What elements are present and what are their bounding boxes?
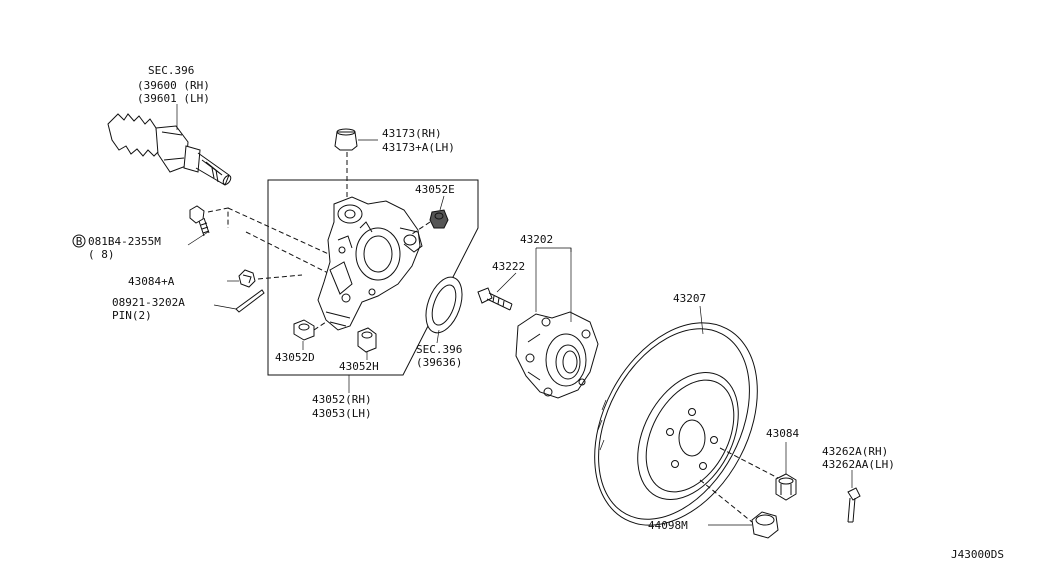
knuckle-lh-label: 43053(LH) [312, 407, 372, 420]
cotter-lh-label: 43262AA(LH) [822, 458, 895, 471]
steering-knuckle [317, 196, 423, 331]
cotter-pin-small [213, 289, 265, 313]
cap-lh-label: 43173+A(LH) [382, 141, 455, 154]
bushing-e [411, 195, 449, 235]
bushing-d-label: 43052D [275, 351, 315, 364]
knuckle-rh-label: 43052(RH) [312, 393, 372, 406]
grease-seal [425, 276, 463, 344]
seal-sec-label: SEC.396 [416, 343, 462, 356]
brake-rotor [594, 305, 779, 526]
sec396-lh-label: (39601 (LH) [137, 92, 210, 105]
pin-label: PIN(2) [112, 309, 152, 322]
rotor-label: 43207 [673, 292, 706, 305]
knuckle-bolt [187, 205, 229, 246]
sec396-rh-label: (39600 (RH) [137, 79, 210, 92]
sec396-label: SEC.396 [148, 64, 194, 77]
hub-nut [775, 442, 797, 501]
nut-43084a [227, 269, 256, 288]
knuckle-cap [334, 128, 378, 200]
nut-43084a-label: 43084+A [128, 275, 175, 288]
bolt-label: 081B4-2355M [88, 235, 161, 248]
bushing-d [293, 319, 327, 350]
bolt-qty-label: ( 8) [88, 248, 115, 261]
plug-label: 44098M [648, 519, 688, 532]
diagram-code: J43000DS [951, 548, 1004, 561]
hub-label: 43202 [520, 233, 553, 246]
pin-code-label: 08921-3202A [112, 296, 185, 309]
bushing-h [357, 327, 377, 360]
hub-bolt-label: 43222 [492, 260, 525, 273]
cotter-pin [847, 470, 861, 523]
bolt-circle-b-icon: B [72, 234, 86, 248]
hub-bearing [515, 247, 599, 399]
bushing-e-label: 43052E [415, 183, 455, 196]
bolt-circle-b-text: B [76, 235, 83, 248]
rotor-plug [708, 511, 779, 539]
cap-rh-label: 43173(RH) [382, 127, 442, 140]
cotter-rh-label: 43262A(RH) [822, 445, 888, 458]
bushing-h-label: 43052H [339, 360, 379, 373]
drive-shaft [107, 104, 232, 186]
hub-bolt [477, 272, 517, 311]
seal-code-label: (39636) [416, 356, 462, 369]
nut-label: 43084 [766, 427, 799, 440]
